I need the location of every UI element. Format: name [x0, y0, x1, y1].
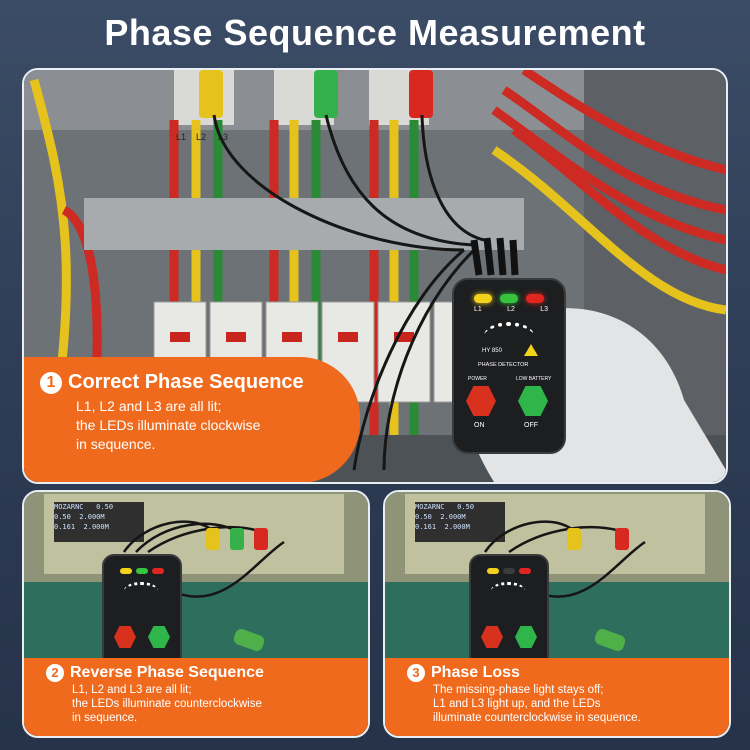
led-label-l2: L2: [507, 306, 515, 313]
callout-line: L1, L2 and L3 are all lit;: [76, 398, 222, 414]
meter-reading: 2.000M: [83, 523, 109, 531]
callout-heading: Reverse Phase Sequence: [70, 664, 264, 681]
meter-reading: 0.161: [54, 523, 76, 531]
step-number-badge: 2: [46, 664, 64, 682]
callout-line: in sequence.: [72, 712, 138, 725]
led-l2: [500, 294, 518, 303]
meter-reading: 0.50: [54, 513, 71, 521]
power-hex-icon: [114, 626, 136, 648]
on-label: ON: [474, 422, 485, 429]
callout-phase-loss: 3 Phase Loss The missing-phase light stay…: [385, 658, 729, 736]
meter-reading: 0.161: [415, 523, 437, 531]
led-l2: [503, 568, 515, 574]
device-name: PHASE DETECTOR: [478, 362, 529, 368]
meter-brand: MOZARNC: [54, 503, 84, 511]
callout-heading: Correct Phase Sequence: [68, 371, 304, 393]
terminal-label-l1: L1: [176, 132, 187, 142]
terminal-label-l2: L2: [196, 132, 207, 142]
led-l3: [519, 568, 531, 574]
rotation-arc-icon: [124, 582, 158, 599]
callout-line: illuminate counterclockwise in sequence.: [433, 712, 641, 725]
meter-reading: 0.50: [457, 503, 475, 511]
battery-hex-icon: [518, 386, 548, 416]
battery-hex-icon: [515, 626, 537, 648]
led-label-l1: L1: [474, 306, 482, 313]
callout-heading: Phase Loss: [431, 664, 520, 681]
callout-reverse-sequence: 2 Reverse Phase Sequence L1, L2 and L3 ar…: [24, 658, 368, 736]
meter-brand: MOZARNC: [415, 503, 445, 511]
led-l3: [152, 568, 164, 574]
meter-reading: 0.50: [415, 513, 432, 521]
led-l2: [136, 568, 148, 574]
rotation-arc-icon: [484, 322, 534, 350]
led-l1: [487, 568, 499, 574]
panel-correct-sequence: L1 L2 L3 HY 850 PHASE DETECTOR POWER LOW…: [22, 68, 728, 484]
led-label-l3: L3: [540, 306, 548, 313]
callout-line: the LEDs illuminate clockwise: [76, 417, 261, 433]
phase-detector-device: L1 L2 L3 HY 850 PHASE DETECTOR POWER LOW…: [452, 278, 566, 454]
low-battery-label: LOW BATTERY: [516, 376, 552, 382]
page-title: Phase Sequence Measurement: [104, 12, 646, 53]
meter-reading: 0.50: [96, 503, 114, 511]
callout-line: the LEDs illuminate counterclockwise: [72, 698, 262, 711]
led-l3: [526, 294, 544, 303]
meter-reading: 2.000M: [440, 513, 466, 521]
step-number-badge: 3: [407, 664, 425, 682]
callout-line: in sequence.: [76, 436, 156, 452]
power-hex-icon: [466, 386, 496, 416]
led-l1: [120, 568, 132, 574]
power-label: POWER: [468, 376, 487, 382]
led-l1: [474, 294, 492, 303]
step-number-badge: 1: [40, 371, 62, 394]
meter-reading: 2.000M: [79, 513, 105, 521]
callout-line: L1 and L3 light up, and the LEDs: [433, 698, 601, 711]
battery-hex-icon: [148, 626, 170, 648]
terminal-label-l3: L3: [218, 132, 229, 142]
meter-display: MOZARNC 0.50 0.50 2.000M 0.161 2.000M: [415, 502, 507, 544]
led-row: [474, 294, 544, 304]
meter-display: MOZARNC 0.50 0.50 2.000M 0.161 2.000M: [54, 502, 146, 544]
power-hex-icon: [481, 626, 503, 648]
rotation-arc-icon: [491, 582, 525, 599]
warning-icon: [524, 344, 538, 356]
callout-line: The missing-phase light stays off;: [433, 684, 604, 697]
phase-detector-device: [102, 554, 182, 672]
callout-correct-sequence: 1 Correct Phase Sequence L1, L2 and L3 ar…: [24, 357, 360, 482]
meter-reading: 2.000M: [444, 523, 470, 531]
phase-detector-device: [469, 554, 549, 672]
device-model: HY 850: [482, 348, 502, 354]
off-label: OFF: [524, 422, 538, 429]
callout-line: L1, L2 and L3 are all lit;: [72, 684, 192, 697]
